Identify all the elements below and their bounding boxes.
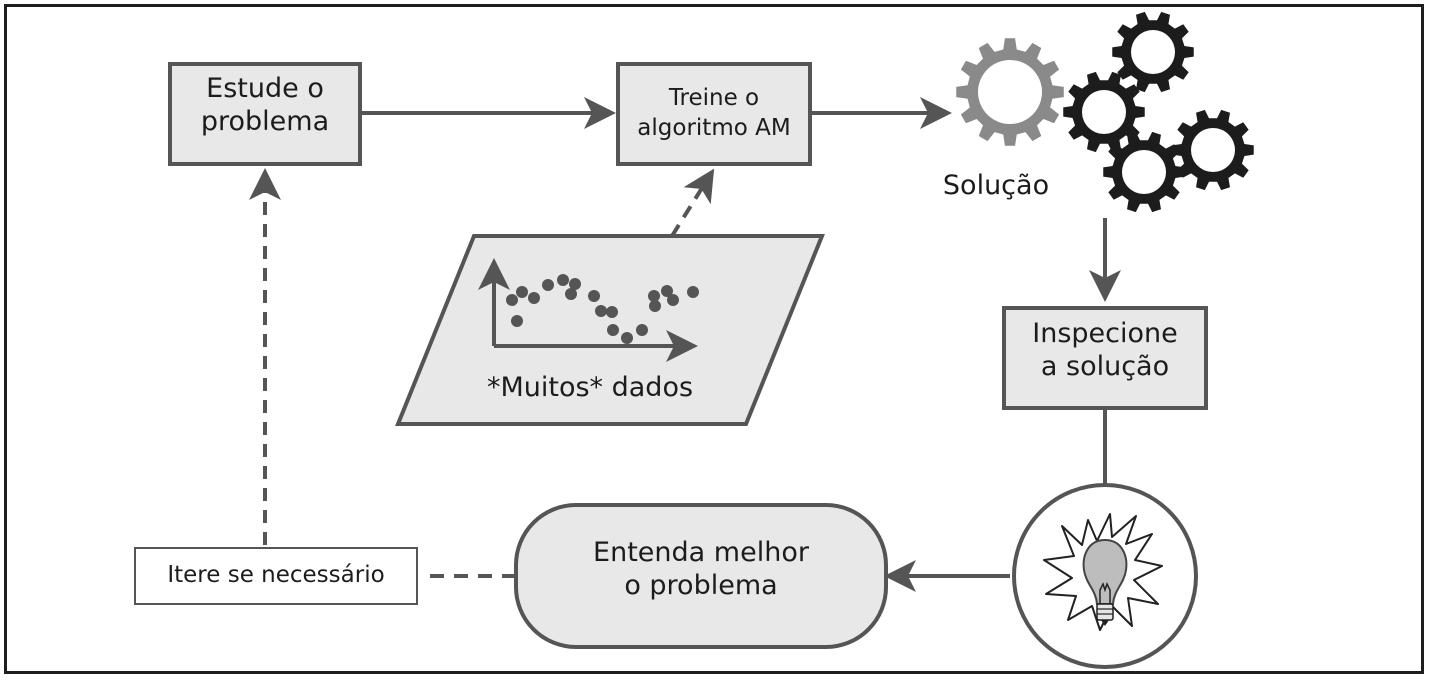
gear-hole bbox=[1191, 128, 1235, 172]
gear-dark-3 bbox=[1172, 109, 1254, 191]
train-box bbox=[616, 62, 812, 166]
gear-hole bbox=[1122, 150, 1166, 194]
inspect-box bbox=[1002, 306, 1208, 410]
inspect-line1: Inspecione bbox=[1032, 318, 1178, 349]
gear-hole bbox=[1082, 90, 1126, 134]
understand-line2: o problema bbox=[624, 569, 778, 601]
data-label: *Muitos* dados bbox=[486, 372, 694, 403]
scatter-plot-icon bbox=[478, 258, 699, 362]
understand-box bbox=[514, 503, 888, 649]
gear-dark-1 bbox=[1112, 11, 1194, 93]
lightbulb-icon bbox=[1043, 513, 1163, 631]
study-label: Estude o problema bbox=[170, 73, 360, 139]
gear-dark-4 bbox=[1103, 131, 1185, 213]
inspect-line2: a solução bbox=[1040, 350, 1170, 382]
solution-label: Solução bbox=[942, 170, 1050, 201]
train-line1: Treine o bbox=[668, 85, 760, 111]
iterate-label: Itere se necessário bbox=[167, 562, 385, 588]
inspect-label: Inspecione a solução bbox=[1004, 318, 1206, 384]
understand-line1: Entenda melhor bbox=[593, 537, 809, 568]
study-box bbox=[168, 62, 362, 166]
gear-dark-2 bbox=[1063, 71, 1145, 153]
gear-hole bbox=[1131, 30, 1175, 74]
train-label: Treine o algoritmo AM bbox=[618, 84, 810, 144]
study-line1: Estude o bbox=[206, 73, 324, 104]
gear-light bbox=[956, 38, 1064, 146]
arrow-data-to-train bbox=[670, 168, 715, 238]
iterate-box bbox=[134, 547, 418, 605]
study-line2: problema bbox=[200, 105, 330, 137]
gear-hole bbox=[978, 60, 1042, 124]
train-line2: algoritmo AM bbox=[637, 114, 791, 141]
gears-icon bbox=[956, 11, 1254, 213]
understand-label: Entenda melhor o problema bbox=[516, 537, 886, 603]
